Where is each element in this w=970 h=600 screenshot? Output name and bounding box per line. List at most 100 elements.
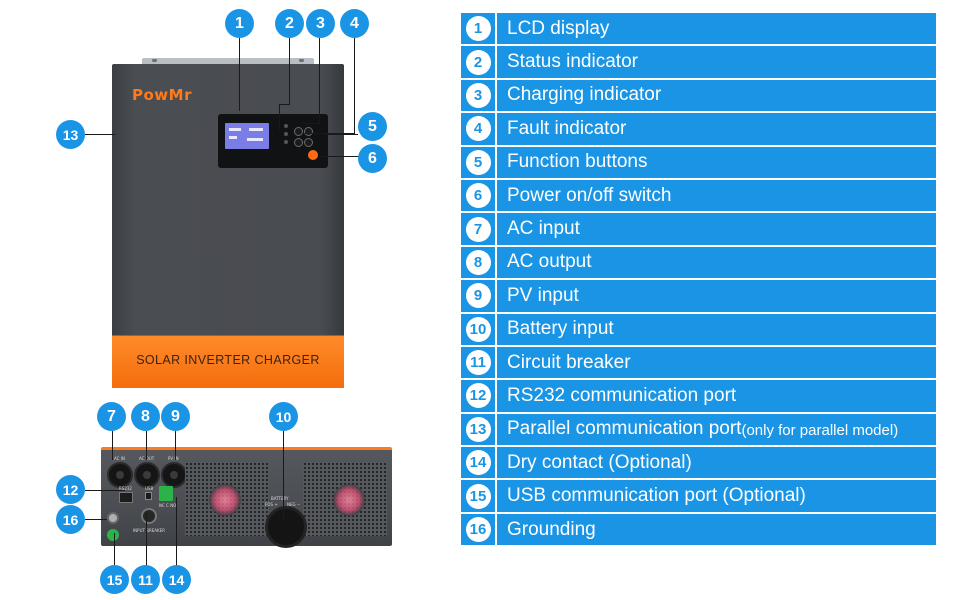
legend-label-text: Battery input [507, 318, 614, 340]
legend-label: Power on/off switch [507, 180, 671, 211]
legend-number: 8 [465, 249, 491, 275]
callout-3: 3 [306, 9, 335, 38]
legend-row: 3 Charging indicator [461, 79, 936, 114]
callout-8: 8 [131, 402, 160, 431]
legend-row: 13 Parallel communication port(only for p… [461, 413, 936, 448]
inverter-front-panel: PowMr SOLAR INVERTER CHARGER [112, 64, 344, 388]
legend-number-cell: 2 [461, 46, 497, 78]
legend-label: Function buttons [507, 147, 647, 178]
legend-label-text: Dry contact (Optional) [507, 451, 692, 473]
legend-row: 14 Dry contact (Optional) [461, 447, 936, 481]
legend-label-note: (only for parallel model) [741, 422, 899, 440]
legend-label: PV input [507, 280, 579, 311]
legend-label: RS232 communication port [507, 380, 736, 411]
leader-line [283, 431, 284, 521]
vent-grille-left [185, 462, 269, 536]
legend-number-cell: 11 [461, 346, 497, 379]
legend-number-cell: 1 [461, 13, 497, 45]
usb-label: USB [145, 486, 154, 491]
fan-left-icon [209, 484, 241, 516]
leader-line [176, 497, 177, 567]
leader-line [85, 134, 115, 135]
legend-number: 13 [465, 416, 491, 442]
leader-line [112, 431, 113, 460]
legend-label: Circuit breaker [507, 347, 631, 378]
legend-number-cell: 16 [461, 513, 497, 546]
legend-number-cell: 12 [461, 380, 497, 412]
power-switch[interactable] [308, 150, 318, 160]
legend-number-cell: 6 [461, 179, 497, 212]
legend-row: 2 Status indicator [461, 46, 936, 80]
legend-label-text: Parallel communication port [507, 418, 742, 440]
legend-label: Charging indicator [507, 80, 661, 111]
front-label-band: SOLAR INVERTER CHARGER [112, 335, 344, 388]
leader-line [85, 519, 107, 520]
mounting-bracket [142, 58, 314, 64]
legend-number: 6 [465, 183, 491, 209]
leader-line [305, 133, 355, 134]
leader-line [146, 513, 147, 567]
legend-number-cell: 9 [461, 280, 497, 312]
leader-line [146, 431, 147, 460]
ac-input-terminal [107, 462, 133, 488]
legend-number: 3 [465, 82, 491, 108]
legend-number: 1 [465, 16, 491, 42]
legend-number-cell: 15 [461, 480, 497, 512]
function-button-2[interactable] [304, 127, 313, 136]
dry-contact-label: NC C NO [159, 503, 177, 508]
legend-number: 5 [465, 149, 491, 175]
legend-table: 1 LCD display 2 Status indicator 3 Charging i… [461, 13, 936, 548]
rs232-port [119, 492, 133, 503]
leader-line [239, 38, 240, 111]
legend-number: 7 [465, 216, 491, 242]
product-label: SOLAR INVERTER CHARGER [136, 353, 320, 367]
leader-line [279, 104, 290, 105]
legend-label-text: Function buttons [507, 151, 648, 173]
brand-logo: PowMr [132, 86, 192, 104]
function-button-4[interactable] [304, 138, 313, 147]
legend-row: 15 USB communication port (Optional) [461, 480, 936, 514]
vent-grille-right [303, 462, 387, 536]
leader-line [303, 123, 320, 124]
function-button-1[interactable] [294, 127, 303, 136]
legend-label-text: PV input [507, 284, 579, 306]
battery-neg-label: NEG − [287, 502, 301, 507]
legend-label-text: AC input [507, 218, 580, 240]
callout-4: 4 [340, 9, 369, 38]
callout-2: 2 [275, 9, 304, 38]
legend-number: 4 [465, 116, 491, 142]
leader-line [354, 38, 355, 134]
legend-number-cell: 5 [461, 146, 497, 178]
leader-line [175, 431, 176, 460]
callout-12: 12 [56, 475, 85, 504]
leader-line [85, 490, 125, 491]
legend-label-text: Power on/off switch [507, 184, 672, 206]
legend-label-text: LCD display [507, 17, 610, 39]
callout-7: 7 [97, 402, 126, 431]
grounding-screw [107, 512, 119, 524]
legend-number: 11 [465, 350, 491, 376]
ground-symbol-icon [107, 529, 119, 541]
legend-row: 9 PV input [461, 280, 936, 314]
legend-label-text: AC output [507, 251, 592, 273]
legend-number: 16 [465, 517, 491, 543]
legend-label: AC output [507, 247, 592, 278]
legend-number: 14 [465, 450, 491, 476]
ac-output-terminal [134, 462, 160, 488]
function-button-3[interactable] [294, 138, 303, 147]
legend-row: 1 LCD display [461, 13, 936, 47]
legend-label: Fault indicator [507, 113, 626, 144]
leader-line [279, 104, 280, 130]
legend-label-text: Status indicator [507, 51, 638, 73]
legend-label-text: USB communication port (Optional) [507, 485, 806, 507]
legend-label-text: Circuit breaker [507, 351, 631, 373]
legend-label-text: Fault indicator [507, 117, 627, 139]
battery-label: BATTERY [271, 496, 289, 501]
legend-number: 2 [465, 49, 491, 75]
legend-label: AC input [507, 213, 580, 244]
leader-line [321, 156, 359, 157]
circuit-breaker[interactable] [141, 508, 157, 524]
callout-9: 9 [161, 402, 190, 431]
